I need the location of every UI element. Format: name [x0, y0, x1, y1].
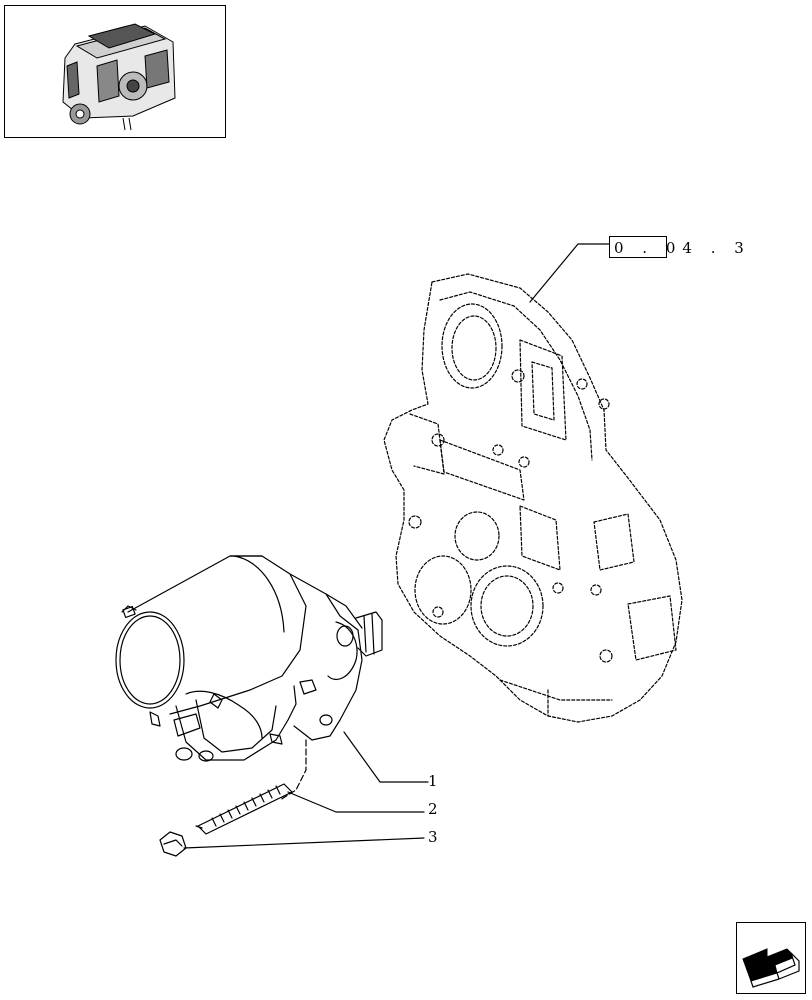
- next-page-button[interactable]: [736, 922, 806, 994]
- mounting-centerline: [279, 739, 307, 801]
- engine-icon: [62, 23, 176, 131]
- leader-line-1: [343, 731, 429, 783]
- callout-2: 2: [428, 800, 438, 818]
- stud-bolt: [195, 783, 293, 835]
- nut: [159, 831, 187, 857]
- leader-line-ref: [529, 243, 610, 303]
- leader-line-2: [287, 791, 425, 813]
- arrow-icon: [742, 948, 800, 988]
- engine-thumbnail: [4, 5, 226, 138]
- flywheel-housing: [383, 273, 683, 723]
- callout-3: 3: [428, 828, 438, 846]
- callout-1: 1: [428, 772, 438, 790]
- reference-box: [609, 236, 667, 258]
- leader-line-3: [183, 837, 425, 849]
- reference-label: 0 . 04 . 3: [614, 239, 751, 257]
- starter-motor: [115, 555, 383, 762]
